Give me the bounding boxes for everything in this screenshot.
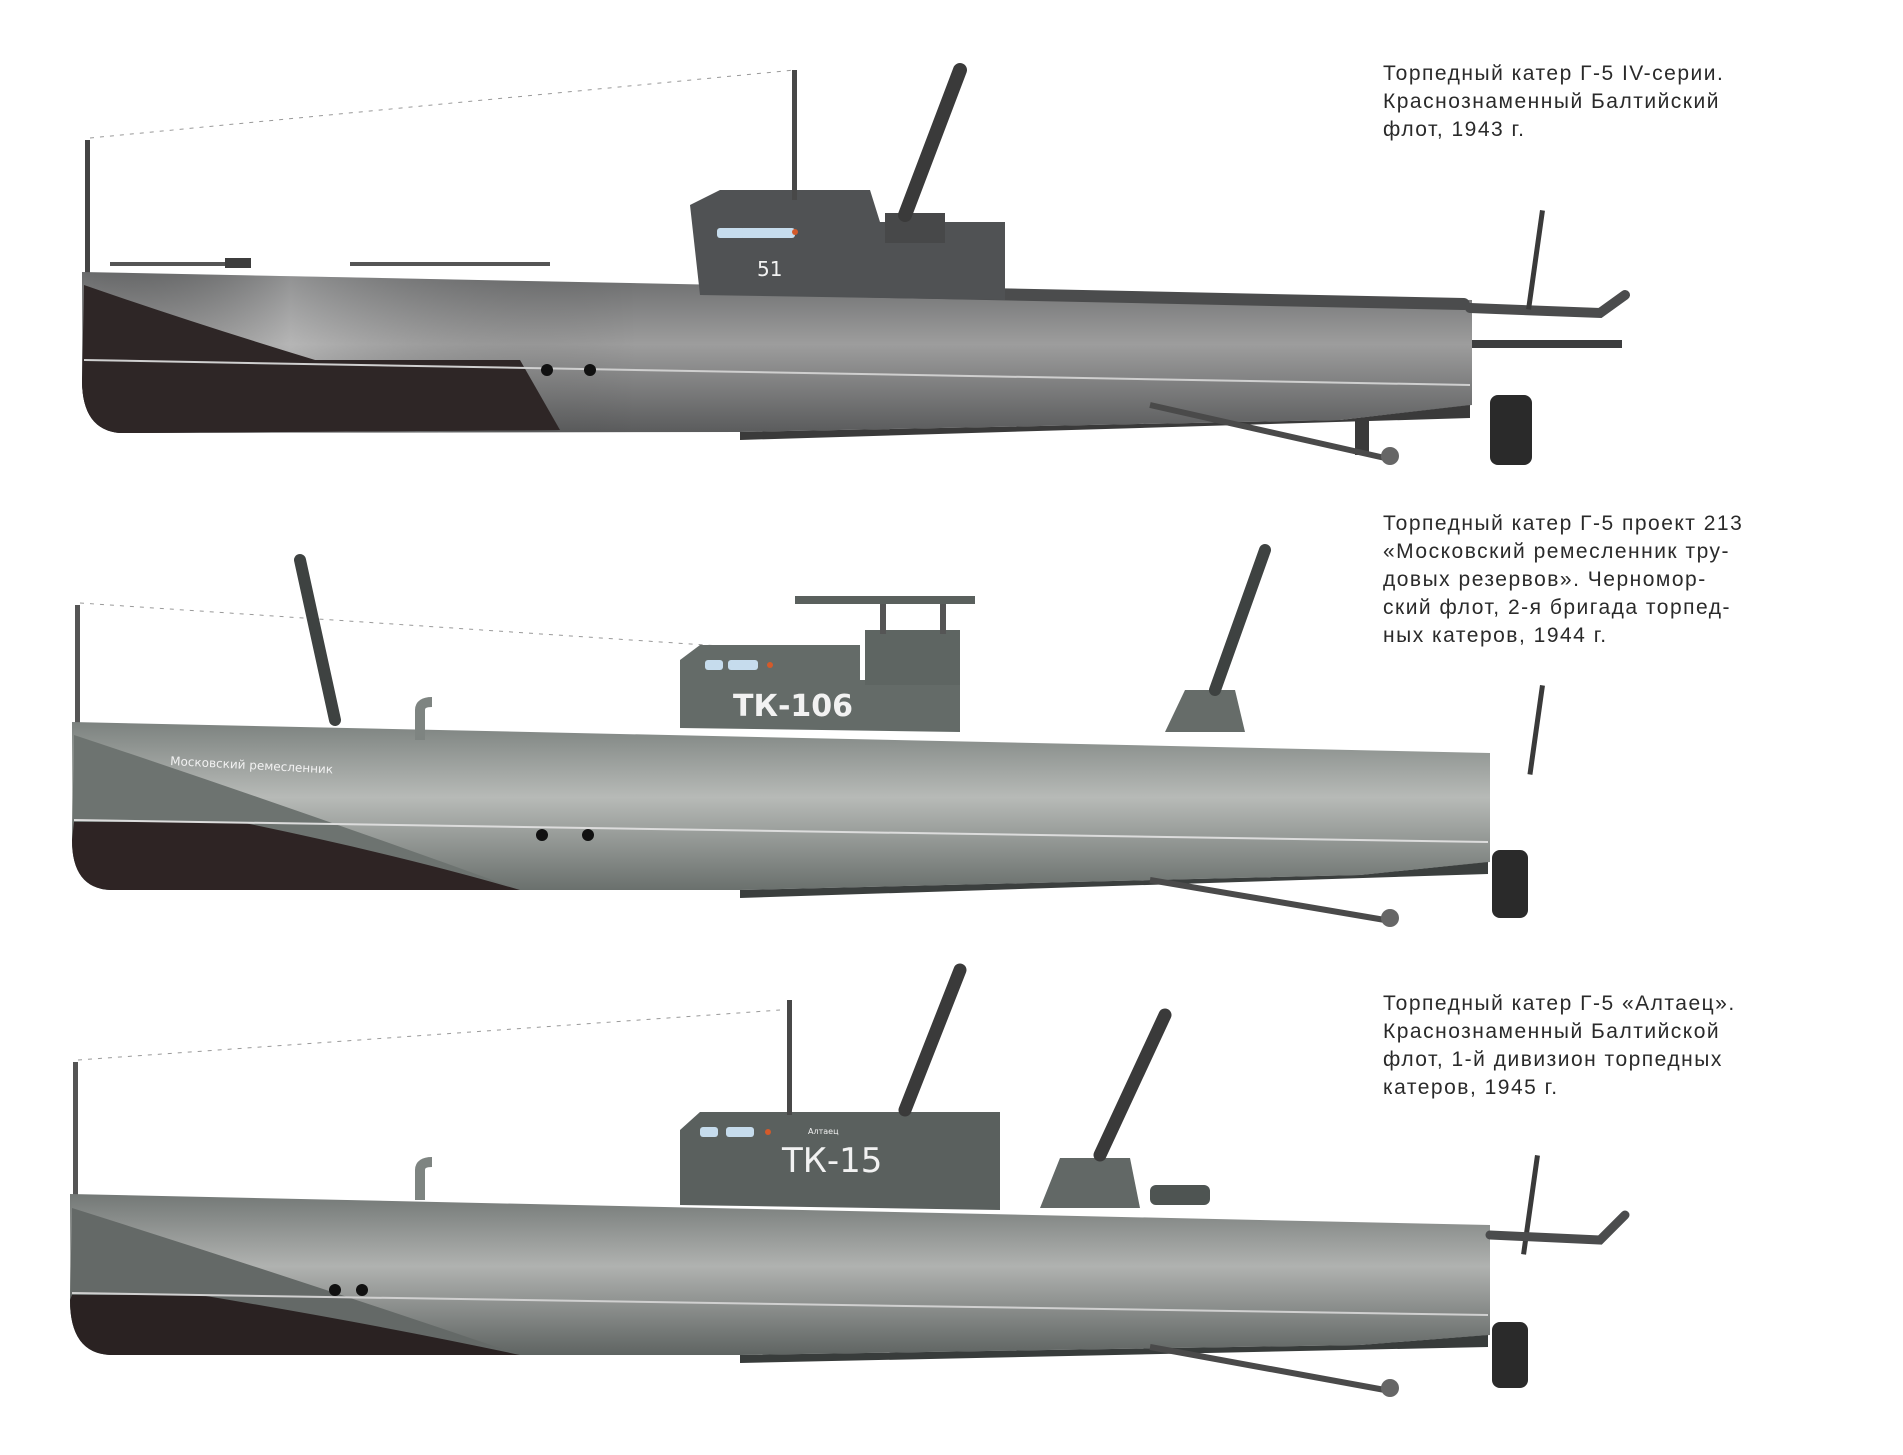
mast <box>792 70 797 200</box>
aft-machine-gun <box>1209 544 1271 696</box>
hull-number-label: 51 <box>757 257 782 281</box>
boat-illustration-tk-106: Московский ремесленник ТК-106 <box>72 544 1545 927</box>
wheelhouse <box>690 190 1005 300</box>
caption-plate-1: Торпедный катер Г-5 IV-серии. Краснознам… <box>1383 62 1725 141</box>
hull-bottom-paint <box>70 1295 520 1355</box>
forward-machine-gun <box>294 554 341 726</box>
rudder <box>1490 395 1532 465</box>
hull-side <box>70 1194 1490 1355</box>
rocket-launcher <box>795 596 975 604</box>
propeller <box>1381 447 1399 465</box>
wheelhouse <box>680 1112 1000 1210</box>
plate-g5-project-213: Московский ремесленник ТК-106 Торпедный … <box>0 470 1903 950</box>
plate-g5-altaets: Алтаец ТК-15 Торпедный катер Г-5 «Алтаец… <box>0 950 1903 1455</box>
bow-flagstaff <box>85 140 90 275</box>
machine-gun <box>898 63 967 222</box>
caption-plate-2: Торпедный катер Г-5 проект 213 «Московск… <box>1383 512 1744 647</box>
boat-illustration-g5-series-iv: 51 <box>82 63 1630 465</box>
caption-plate-3: Торпедный катер Г-5 «Алтаец». Краснознам… <box>1383 992 1736 1099</box>
machine-gun-1 <box>898 963 967 1117</box>
boat-illustration-tk-15: Алтаец ТК-15 <box>70 963 1630 1397</box>
hull-number-label: ТК-106 <box>733 689 853 724</box>
waterline <box>83 359 1471 386</box>
hull-side <box>72 722 1490 890</box>
hull-bottom-paint <box>72 822 520 890</box>
machine-gun-2 <box>1093 1008 1172 1162</box>
plate-g5-series-iv: 51 Торпедный катер Г-5 IV-серии. Красноз… <box>0 0 1903 480</box>
hull-number-label: ТК-15 <box>781 1141 882 1181</box>
hull-name-label: Алтаец <box>808 1127 839 1136</box>
